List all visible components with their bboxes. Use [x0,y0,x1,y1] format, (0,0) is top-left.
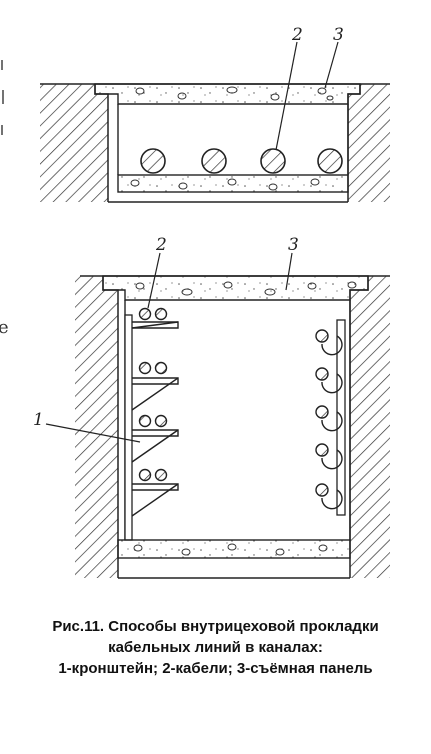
cable [154,307,168,321]
cable [315,329,329,343]
label-panel-top: 3 [333,25,344,45]
cable [138,307,152,321]
margin-marks: e [0,60,9,338]
cable [315,443,329,457]
caption-line-2: кабельных линий в каналах: [108,639,323,656]
figure-caption: Рис.11. Способы внутрицеховой прокладки … [0,616,431,679]
bottom-channel-diagram: 2 3 1 [33,235,390,579]
cable [201,148,227,174]
cable [154,361,168,375]
top-channel-diagram: 2 3 [40,25,390,203]
cable [140,148,166,174]
caption-line-1: Рис.11. Способы внутрицеховой прокладки [52,618,379,635]
cable-channel-diagrams: e [0,25,390,579]
cable [138,414,152,428]
label-panel-bottom: 3 [288,235,299,255]
label-bracket: 1 [33,410,44,430]
cable [317,148,343,174]
cable [315,367,329,381]
cable [154,468,168,482]
cable [315,483,329,497]
label-cables-top: 2 [291,25,303,45]
svg-text:e: e [0,317,9,338]
cable [315,405,329,419]
cable [154,414,168,428]
cable [138,468,152,482]
label-cables-bottom: 2 [155,235,167,255]
caption-line-3: 1-кронштейн; 2-кабели; 3-съёмная панель [58,660,373,677]
cable [138,361,152,375]
cable [260,148,286,174]
